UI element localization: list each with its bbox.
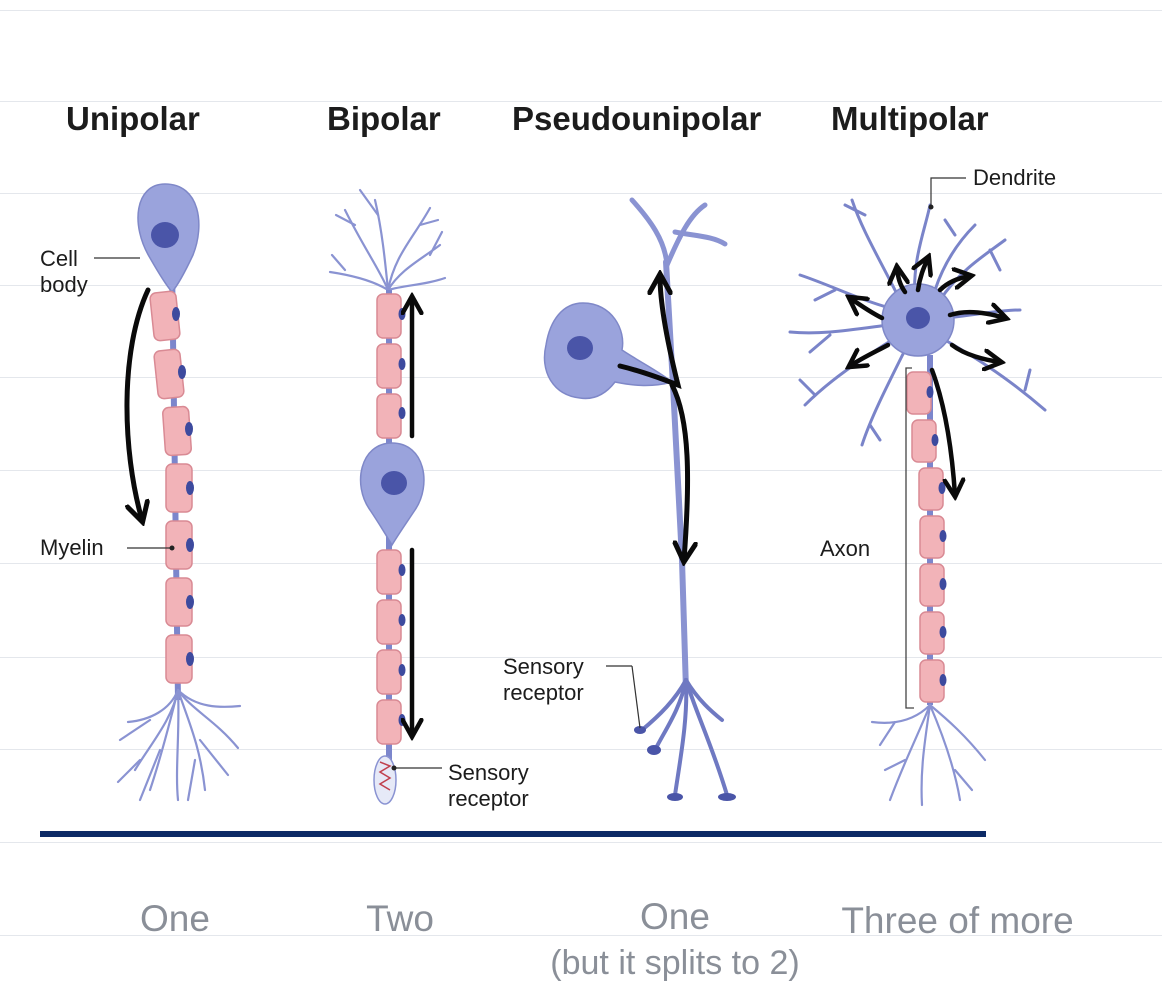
pseudounipolar-cell-body — [543, 302, 674, 400]
title-bipolar: Bipolar — [327, 100, 441, 137]
label-myelin: Myelin — [40, 535, 104, 560]
unipolar-neuron — [94, 183, 242, 802]
pseudounipolar-nucleus — [567, 336, 593, 360]
ruled-line — [0, 285, 1162, 286]
ruled-line — [0, 563, 1162, 564]
title-unipolar: Unipolar — [66, 100, 200, 137]
unipolar-myelin-sheaths — [149, 290, 193, 684]
count-multipolar: Three of more — [841, 900, 1074, 941]
ruled-line — [0, 10, 1162, 11]
multipolar-arrows — [850, 258, 1005, 495]
pseudounipolar-terminals — [640, 678, 729, 797]
count-bipolar: Two — [366, 898, 434, 939]
unipolar-axon-terminals — [116, 688, 242, 802]
ruled-line — [0, 657, 1162, 658]
pseudounipolar-axon — [663, 259, 689, 693]
ruled-line — [0, 842, 1162, 843]
multipolar-nucleus — [906, 307, 930, 329]
bipolar-sensory-receptor — [373, 755, 397, 805]
ruled-line — [0, 749, 1162, 750]
ruled-line — [0, 193, 1162, 194]
multipolar-neuron — [788, 177, 1047, 807]
count-unipolar: One — [140, 898, 210, 939]
title-pseudounipolar: Pseudounipolar — [512, 100, 762, 137]
count-pseudounipolar: One (but it splits to 2) — [550, 896, 800, 982]
pseudounipolar-neuron — [543, 197, 736, 801]
multipolar-myelin-sheaths — [906, 371, 945, 703]
bipolar-neuron — [328, 188, 447, 805]
pseudounipolar-arrow-down — [669, 382, 688, 560]
bipolar-nucleus — [381, 471, 407, 495]
pseudounipolar-arrow-up — [617, 276, 682, 390]
title-multipolar: Multipolar — [831, 100, 989, 137]
bipolar-dendrites — [328, 188, 447, 292]
unipolar-signal-arrow — [124, 287, 151, 520]
label-axon: Axon — [820, 536, 871, 561]
ruled-line — [0, 101, 1162, 102]
ruled-line — [0, 935, 1162, 936]
bipolar-myelin-upper — [376, 293, 402, 439]
ruled-line — [0, 470, 1162, 471]
label-dendrite: Dendrite — [973, 165, 1057, 190]
unipolar-nucleus — [151, 222, 179, 248]
multipolar-axon-terminals — [870, 703, 987, 807]
